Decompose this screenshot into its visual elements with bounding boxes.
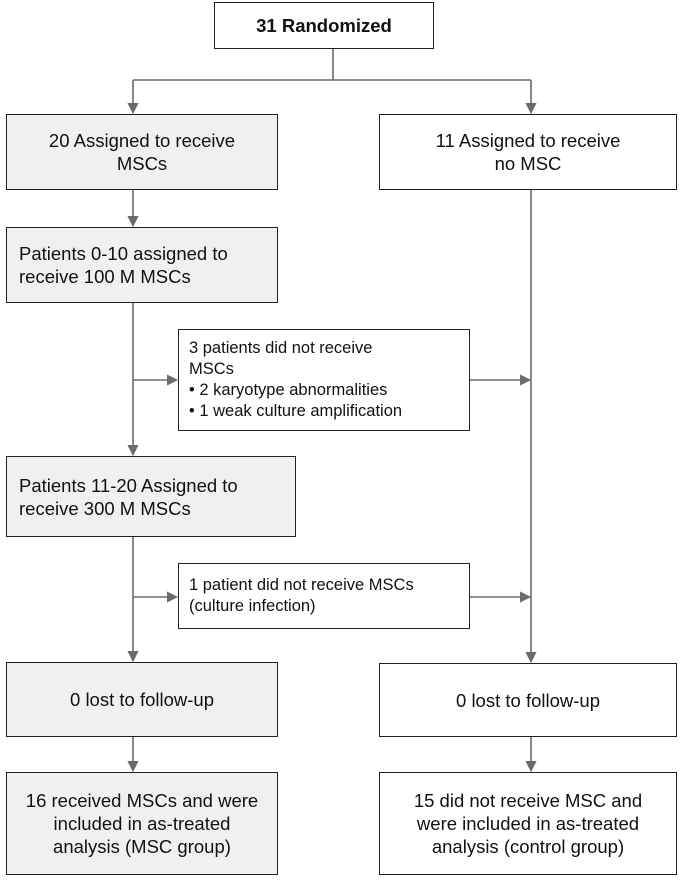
right-final-line-1: 15 did not receive MSC and [413,790,643,811]
exclusion2-line-2: (culture infection) [189,597,316,615]
right-final-line-2: were included in as-treated [416,813,640,834]
left-assigned-line-1: 20 Assigned to receive [48,130,236,151]
left-assigned-line-2: MSCs [116,153,168,174]
left-assigned-box: 20 Assigned to receive MSCs [6,114,278,190]
right-assigned-line-2: no MSC [494,153,562,174]
cohort2-line-2: receive 300 M MSCs [19,497,191,519]
right-assigned-line-1: 11 Assigned to receive [435,130,621,151]
cohort2-line-1: Patients 11-20 Assigned to [19,474,238,496]
exclusion2-box: 1 patient did not receive MSCs (culture … [178,563,470,629]
right-final-line-3: analysis (control group) [431,836,625,857]
left-final-line-1: 16 received MSCs and were [25,790,259,811]
right-assigned-box: 11 Assigned to receive no MSC [379,114,677,190]
left-final-box: 16 received MSCs and were included in as… [6,772,278,875]
exclusion1-line-1: 3 patients did not receive [189,339,373,357]
left-lost-box: 0 lost to follow-up [6,662,278,737]
exclusion1-box: 3 patients did not receive MSCs • 2 kary… [178,329,470,431]
right-lost-box: 0 lost to follow-up [379,663,677,737]
exclusion2-line-1: 1 patient did not receive MSCs [189,576,414,594]
cohort2-box: Patients 11-20 Assigned to receive 300 M… [6,456,296,537]
exclusion1-line-3: • 2 karyotype abnormalities [189,381,388,399]
left-final-line-3: analysis (MSC group) [53,836,231,857]
exclusion1-line-4: • 1 weak culture amplification [189,402,403,420]
exclusion1-line-2: MSCs [189,360,234,378]
randomized-label: 31 Randomized [256,15,392,36]
cohort1-line-1: Patients 0-10 assigned to [19,243,228,264]
right-final-box: 15 did not receive MSC and were included… [379,772,677,875]
randomized-box: 31 Randomized [214,2,434,49]
right-lost-label: 0 lost to follow-up [456,689,600,711]
left-lost-label: 0 lost to follow-up [70,689,214,710]
cohort1-line-2: receive 100 M MSCs [19,266,191,287]
left-final-line-2: included in as-treated [53,813,231,834]
cohort1-box: Patients 0-10 assigned to receive 100 M … [6,227,278,303]
